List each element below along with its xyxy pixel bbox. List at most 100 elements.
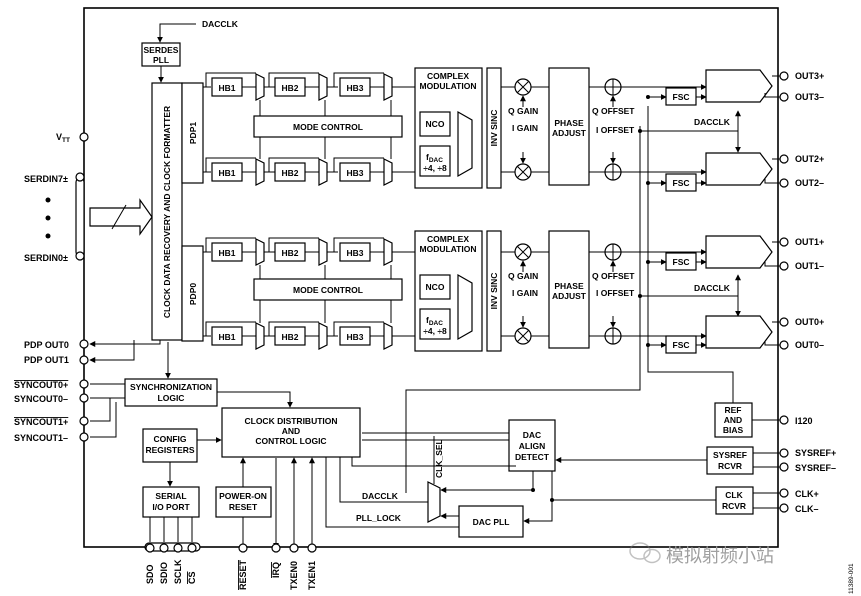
- svg-text:COMPLEX: COMPLEX: [427, 71, 469, 81]
- svg-text:HB3: HB3: [346, 168, 363, 178]
- svg-text:INV SINC: INV SINC: [489, 110, 499, 147]
- svg-text:DETECT: DETECT: [515, 452, 550, 462]
- pdp0-block: PDP0: [181, 245, 204, 342]
- watermark-text: 模拟射频小站: [666, 546, 774, 566]
- complex-modulation-block-top: COMPLEX MODULATION NCO fDAC ÷4, ÷8: [414, 67, 483, 189]
- svg-text:HB3: HB3: [346, 248, 363, 258]
- i-gain-label-bottom: I GAIN: [512, 288, 538, 298]
- svg-text:ADJUST: ADJUST: [552, 291, 587, 301]
- svg-text:RCVR: RCVR: [718, 461, 742, 471]
- phase-adjust-block-bottom: PHASE ADJUST: [548, 230, 590, 349]
- pin-vtt-label: VTT: [56, 132, 70, 144]
- svg-text:MODE CONTROL: MODE CONTROL: [293, 122, 363, 132]
- pin-syncout0m-label: SYNCOUT0–: [14, 394, 68, 404]
- svg-text:HB2: HB2: [281, 332, 298, 342]
- svg-text:PDP1: PDP1: [188, 122, 198, 144]
- svg-text:HB1: HB1: [218, 83, 235, 93]
- svg-text:fDAC: fDAC: [426, 152, 443, 164]
- figure-id: 11389-001: [848, 563, 855, 594]
- clk-select-mux: [427, 481, 441, 523]
- svg-text:INV SINC: INV SINC: [489, 273, 499, 310]
- pin-pdp-out0-label: PDP OUT0: [24, 340, 69, 350]
- svg-text:DAC: DAC: [523, 430, 541, 440]
- svg-text:DAC PLL: DAC PLL: [473, 517, 510, 527]
- pin-out3p-label: OUT3+: [795, 71, 824, 81]
- svg-text:REF: REF: [725, 405, 742, 415]
- svg-text:FSC: FSC: [673, 257, 690, 267]
- svg-text:ADJUST: ADJUST: [552, 128, 587, 138]
- svg-text:SERIAL: SERIAL: [155, 491, 186, 501]
- dacclk-label-upper: DACCLK: [694, 117, 731, 127]
- svg-text:CLOCK DISTRIBUTION: CLOCK DISTRIBUTION: [244, 416, 337, 426]
- pll-lock-label: PLL_LOCK: [356, 513, 402, 523]
- ref-and-bias-block: REF AND BIAS: [714, 402, 753, 438]
- pin-out0m-label: OUT0–: [795, 340, 824, 350]
- svg-text:HB2: HB2: [281, 168, 298, 178]
- q-gain-label-bottom: Q GAIN: [508, 271, 538, 281]
- pin-serdin7-label: SERDIN7±: [24, 174, 68, 184]
- synchronization-logic-block: SYNCHRONIZATION LOGIC: [124, 378, 218, 407]
- pin-sdo-label: SDO: [145, 564, 155, 584]
- i-gain-label-top: I GAIN: [512, 123, 538, 133]
- svg-text:ALIGN: ALIGN: [519, 441, 545, 451]
- svg-text:POWER-ON: POWER-ON: [219, 491, 267, 501]
- datapath-row-3: HB1 HB2 HB3: [203, 300, 707, 350]
- svg-text:I/O PORT: I/O PORT: [152, 502, 190, 512]
- pin-sdio-label: SDIO: [159, 562, 169, 584]
- svg-text:AND: AND: [282, 426, 300, 436]
- inv-sinc-block-bottom: INV SINC: [486, 230, 502, 352]
- pin-syncout0p-label: SYNCOUT0+: [14, 380, 68, 390]
- svg-text:CLOCK DATA RECOVERY AND CLOCK: CLOCK DATA RECOVERY AND CLOCK FORMATTER: [162, 106, 172, 318]
- phase-adjust-block-top: PHASE ADJUST: [548, 67, 590, 186]
- pin-syncout1m-label: SYNCOUT1–: [14, 433, 68, 443]
- svg-text:SERDES: SERDES: [144, 45, 179, 55]
- i-offset-label-top: I OFFSET: [596, 125, 635, 135]
- clock-distribution-block: CLOCK DISTRIBUTION AND CONTROL LOGIC: [221, 407, 361, 458]
- svg-text:PLL: PLL: [153, 55, 169, 65]
- power-on-reset-block: POWER-ON RESET: [215, 486, 272, 518]
- q-gain-label-top: Q GAIN: [508, 106, 538, 116]
- mode-control-block-bottom: MODE CONTROL: [253, 278, 403, 301]
- svg-text:PHASE: PHASE: [554, 118, 584, 128]
- svg-text:÷4, ÷8: ÷4, ÷8: [423, 163, 447, 173]
- svg-text:SYNCHRONIZATION: SYNCHRONIZATION: [130, 382, 212, 392]
- svg-text:HB1: HB1: [218, 332, 235, 342]
- svg-text:FSC: FSC: [673, 340, 690, 350]
- svg-text:CONTROL LOGIC: CONTROL LOGIC: [255, 436, 326, 446]
- svg-text:HB3: HB3: [346, 332, 363, 342]
- q-offset-label-top: Q OFFSET: [592, 106, 635, 116]
- i-offset-label-bottom: I OFFSET: [596, 288, 635, 298]
- q-offset-label-bottom: Q OFFSET: [592, 271, 635, 281]
- svg-text:HB3: HB3: [346, 83, 363, 93]
- pin-i120-label: I120: [795, 416, 813, 426]
- pin-out1m-label: OUT1–: [795, 261, 824, 271]
- pin-out3m-label: OUT3–: [795, 92, 824, 102]
- dac-pll-block: DAC PLL: [458, 505, 524, 538]
- pin-serdin0-label: SERDIN0±: [24, 253, 68, 263]
- svg-text:BIAS: BIAS: [723, 425, 744, 435]
- sysref-rcvr-block: SYSREF RCVR: [706, 446, 754, 475]
- svg-text:HB2: HB2: [281, 248, 298, 258]
- svg-text:CLK: CLK: [725, 490, 743, 500]
- output-dac-3: OUT3+ OUT3– FSC: [646, 69, 824, 106]
- svg-text:÷4, ÷8: ÷4, ÷8: [423, 326, 447, 336]
- svg-text:CONFIG: CONFIG: [153, 434, 186, 444]
- pin-sysrefp-label: SYSREF+: [795, 448, 836, 458]
- svg-text:NCO: NCO: [426, 119, 445, 129]
- svg-text:AND: AND: [724, 415, 742, 425]
- svg-text:COMPLEX: COMPLEX: [427, 234, 469, 244]
- svg-text:FSC: FSC: [673, 178, 690, 188]
- svg-text:FSC: FSC: [673, 92, 690, 102]
- output-dac-1: OUT1+OUT1–FSC: [646, 235, 824, 271]
- pdp1-block: PDP1: [181, 82, 204, 184]
- pin-sysrefm-label: SYSREF–: [795, 463, 836, 473]
- clk-sel-label: CLK_SEL: [434, 439, 444, 478]
- svg-text:RESET: RESET: [229, 502, 258, 512]
- svg-text:SYSREF: SYSREF: [713, 450, 747, 460]
- pin-txen0-label: TXEN0: [289, 561, 299, 590]
- svg-text:NCO: NCO: [426, 282, 445, 292]
- svg-text:HB2: HB2: [281, 83, 298, 93]
- svg-text:HB1: HB1: [218, 248, 235, 258]
- serdin-bus: [75, 177, 85, 257]
- clk-rcvr-block: CLK RCVR: [715, 486, 754, 515]
